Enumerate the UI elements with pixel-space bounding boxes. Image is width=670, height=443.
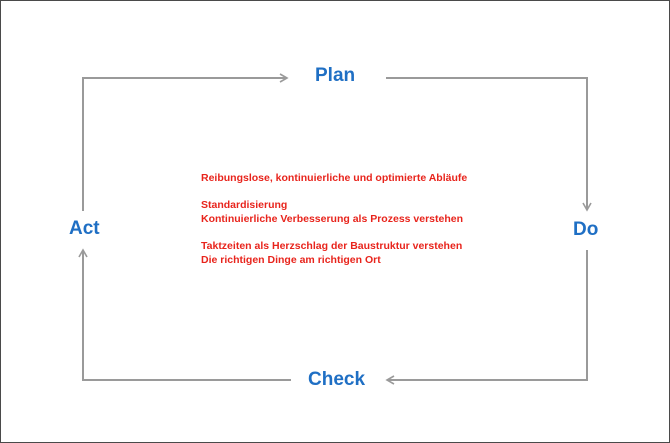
stage-do-label: Do: [573, 219, 599, 240]
note-line-continuous-improvement: Kontinuierliche Verbesserung als Prozess…: [201, 213, 464, 225]
stage-plan-label: Plan: [315, 65, 356, 86]
arrow-do-to-check: [385, 250, 588, 385]
stage-act-label: Act: [69, 218, 100, 239]
stage-check-label: Check: [308, 369, 366, 390]
note-line-smooth-processes: Reibungslose, kontinuierliche und optimi…: [201, 172, 468, 184]
note-line-takt-times: Taktzeiten als Herzschlag der Baustruktu…: [201, 240, 463, 252]
note-line-right-things: Die richtigen Dinge am richtigen Ort: [201, 254, 381, 266]
arrow-check-to-act: [78, 248, 291, 381]
note-line-standardization: Standardisierung: [201, 199, 288, 211]
arrow-act-to-plan: [82, 73, 289, 211]
center-notes: Reibungslose, kontinuierliche und optimi…: [201, 171, 467, 267]
arrow-plan-to-do: [386, 77, 592, 212]
